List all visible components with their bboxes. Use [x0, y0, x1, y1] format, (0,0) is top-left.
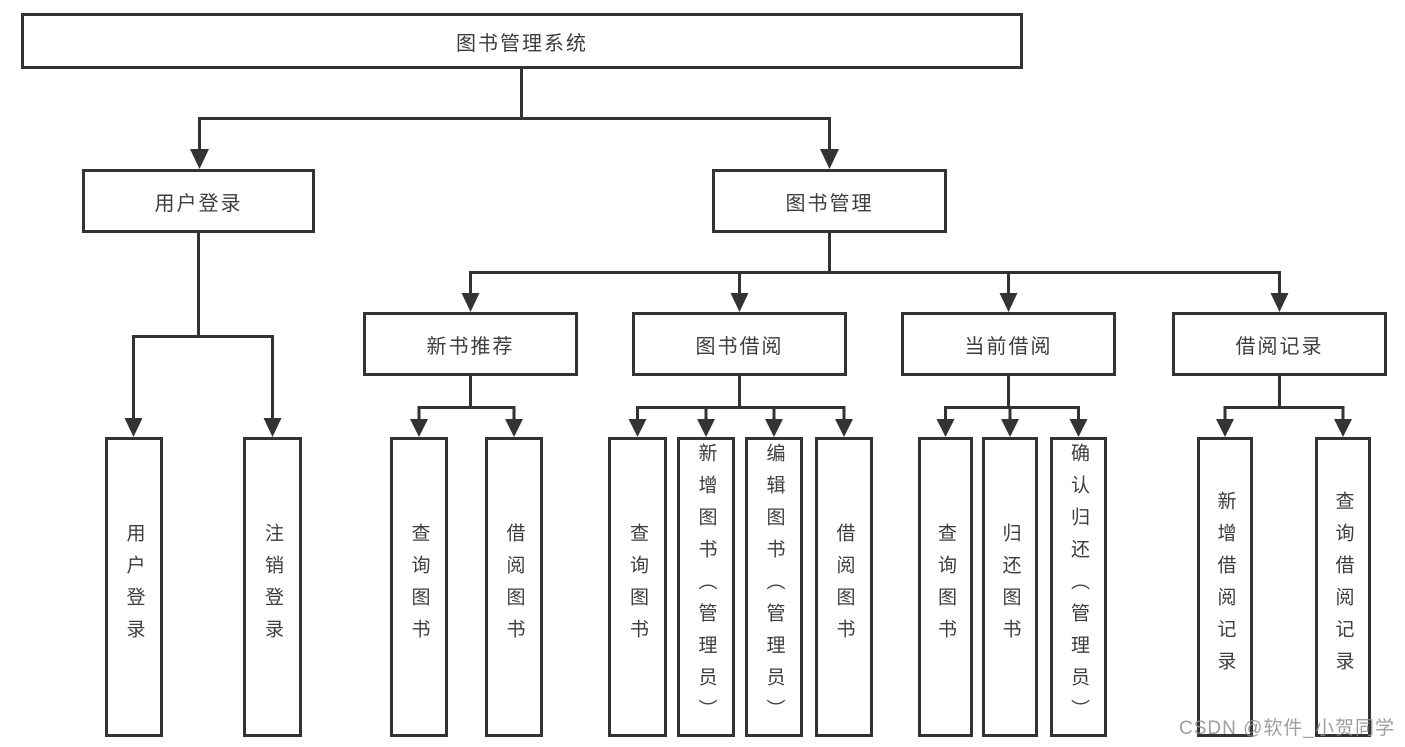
- leaf-query-books-recommend: 查询图书: [390, 437, 448, 737]
- leaf-return-books: 归还图书: [982, 437, 1038, 737]
- leaf-query-borrow-record-label: 查询借阅记录: [1332, 491, 1354, 683]
- arrowheads-current-borrow: [936, 419, 1088, 437]
- connector-current-borrow-children: [944, 374, 1080, 423]
- node-book-borrow: 图书借阅: [632, 312, 847, 376]
- node-root-label: 图书管理系统: [456, 32, 588, 55]
- leaf-logout-label: 注销登录: [262, 523, 283, 651]
- node-current-borrow: 当前借阅: [901, 312, 1116, 376]
- arrowheads-level2: [190, 149, 839, 169]
- connector-book-borrow-children: [636, 374, 846, 423]
- node-book-management: 图书管理: [712, 169, 947, 233]
- leaf-add-borrow-record: 新增借阅记录: [1197, 437, 1253, 737]
- leaf-query-books-borrow: 查询图书: [608, 437, 667, 737]
- leaf-user-login: 用户登录: [105, 437, 163, 737]
- leaf-add-books-admin: 新增图书（管理员）: [677, 437, 735, 737]
- leaf-edit-books-admin: 编辑图书（管理员）: [745, 437, 803, 737]
- connector-user-login-children: [132, 231, 274, 423]
- leaf-add-books-admin-label: 新增图书（管理员）: [695, 443, 717, 731]
- arrowheads-level3: [461, 293, 1289, 312]
- node-borrow-records-label: 借阅记录: [1235, 335, 1324, 358]
- node-current-borrow-label: 当前借阅: [964, 335, 1053, 358]
- leaf-logout: 注销登录: [243, 437, 302, 737]
- leaf-borrow-books-recommend: 借阅图书: [485, 437, 543, 737]
- leaf-query-books-current-label: 查询图书: [935, 523, 956, 651]
- node-user-login: 用户登录: [82, 169, 315, 233]
- leaf-query-books-borrow-label: 查询图书: [627, 523, 648, 651]
- leaf-query-borrow-record: 查询借阅记录: [1315, 437, 1371, 737]
- node-new-book-recommend-label: 新书推荐: [426, 335, 515, 358]
- node-root: 图书管理系统: [21, 13, 1023, 69]
- leaf-user-login-label: 用户登录: [123, 523, 145, 651]
- leaf-edit-books-admin-label: 编辑图书（管理员）: [763, 443, 785, 731]
- connector-root-to-level2: [198, 67, 831, 153]
- node-new-book-recommend: 新书推荐: [363, 312, 578, 376]
- leaf-return-books-label: 归还图书: [999, 523, 1021, 651]
- arrowheads-borrow-records: [1216, 419, 1352, 437]
- node-book-management-label: 图书管理: [785, 192, 874, 215]
- leaf-borrow-books-label: 借阅图书: [833, 523, 855, 651]
- leaf-borrow-books-recommend-label: 借阅图书: [503, 523, 525, 651]
- connector-new-book-children: [417, 374, 516, 423]
- leaf-query-books-current: 查询图书: [918, 437, 973, 737]
- node-user-login-label: 用户登录: [154, 192, 243, 215]
- leaf-confirm-return-admin: 确认归还（管理员）: [1050, 437, 1107, 737]
- node-borrow-records: 借阅记录: [1172, 312, 1387, 376]
- arrowheads-user-login: [124, 418, 282, 437]
- leaf-confirm-return-admin-label: 确认归还（管理员）: [1068, 443, 1089, 731]
- arrowheads-book-borrow: [628, 419, 853, 437]
- arrowheads-new-book: [410, 419, 523, 437]
- leaf-query-books-recommend-label: 查询图书: [408, 523, 430, 651]
- connector-book-mgmt-children: [469, 230, 1281, 298]
- node-book-borrow-label: 图书借阅: [695, 335, 784, 358]
- connector-borrow-records-children: [1223, 374, 1345, 423]
- leaf-borrow-books: 借阅图书: [815, 437, 873, 737]
- leaf-add-borrow-record-label: 新增借阅记录: [1214, 491, 1236, 683]
